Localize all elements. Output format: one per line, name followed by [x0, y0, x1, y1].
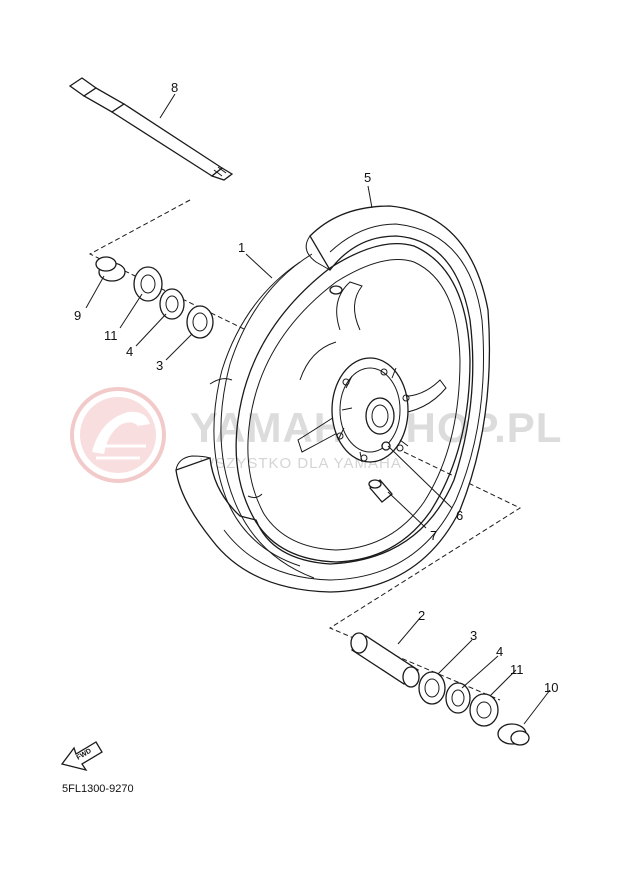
bearing-3-left — [186, 305, 214, 339]
callout-8: 8 — [171, 80, 178, 95]
axle-part — [68, 77, 234, 181]
watermark-subtext: WSZYSTKO DLA YAMAHA — [200, 455, 402, 472]
left-hub-parts — [95, 256, 214, 339]
callout-4-right: 4 — [496, 644, 503, 659]
watermark-logo — [70, 387, 166, 483]
watermark: YAMAHASHOP.PL WSZYSTKO DLA YAMAHA — [70, 387, 561, 483]
wheel-part — [209, 243, 471, 579]
bolt-6 — [381, 441, 391, 451]
bearing-4-left — [159, 288, 185, 320]
callout-3-left: 3 — [156, 358, 163, 373]
collar-10 — [497, 723, 530, 746]
bearing-4-right — [445, 682, 471, 714]
bearing-3-right — [418, 671, 446, 705]
callout-3-right: 3 — [470, 628, 477, 643]
tire-part — [175, 205, 491, 593]
callout-4-left: 4 — [126, 344, 133, 359]
leader-lines — [85, 93, 551, 725]
collar-9 — [95, 256, 126, 282]
oil-seal-11-left — [133, 266, 163, 302]
callout-11-right: 11 — [510, 662, 524, 677]
right-hub-parts — [350, 632, 530, 746]
callout-6: 6 — [456, 508, 463, 523]
collar-2 — [350, 632, 420, 688]
callout-11-left: 11 — [104, 328, 118, 343]
drawing-code: 5FL1300-9270 — [62, 783, 134, 795]
fwd-arrow: FWD — [60, 741, 103, 772]
rotor-bolts — [336, 368, 410, 462]
callout-10: 10 — [544, 680, 558, 695]
callout-9: 9 — [74, 308, 81, 323]
valve-7 — [368, 479, 393, 503]
callout-1: 1 — [238, 240, 245, 255]
callout-5: 5 — [364, 170, 371, 185]
callout-2: 2 — [418, 608, 425, 623]
valve-clip — [329, 285, 343, 295]
oil-seal-11-right — [469, 693, 499, 727]
callout-7: 7 — [430, 528, 437, 543]
callout-labels: 8 5 1 9 11 4 3 6 7 2 3 4 11 10 — [74, 80, 558, 695]
